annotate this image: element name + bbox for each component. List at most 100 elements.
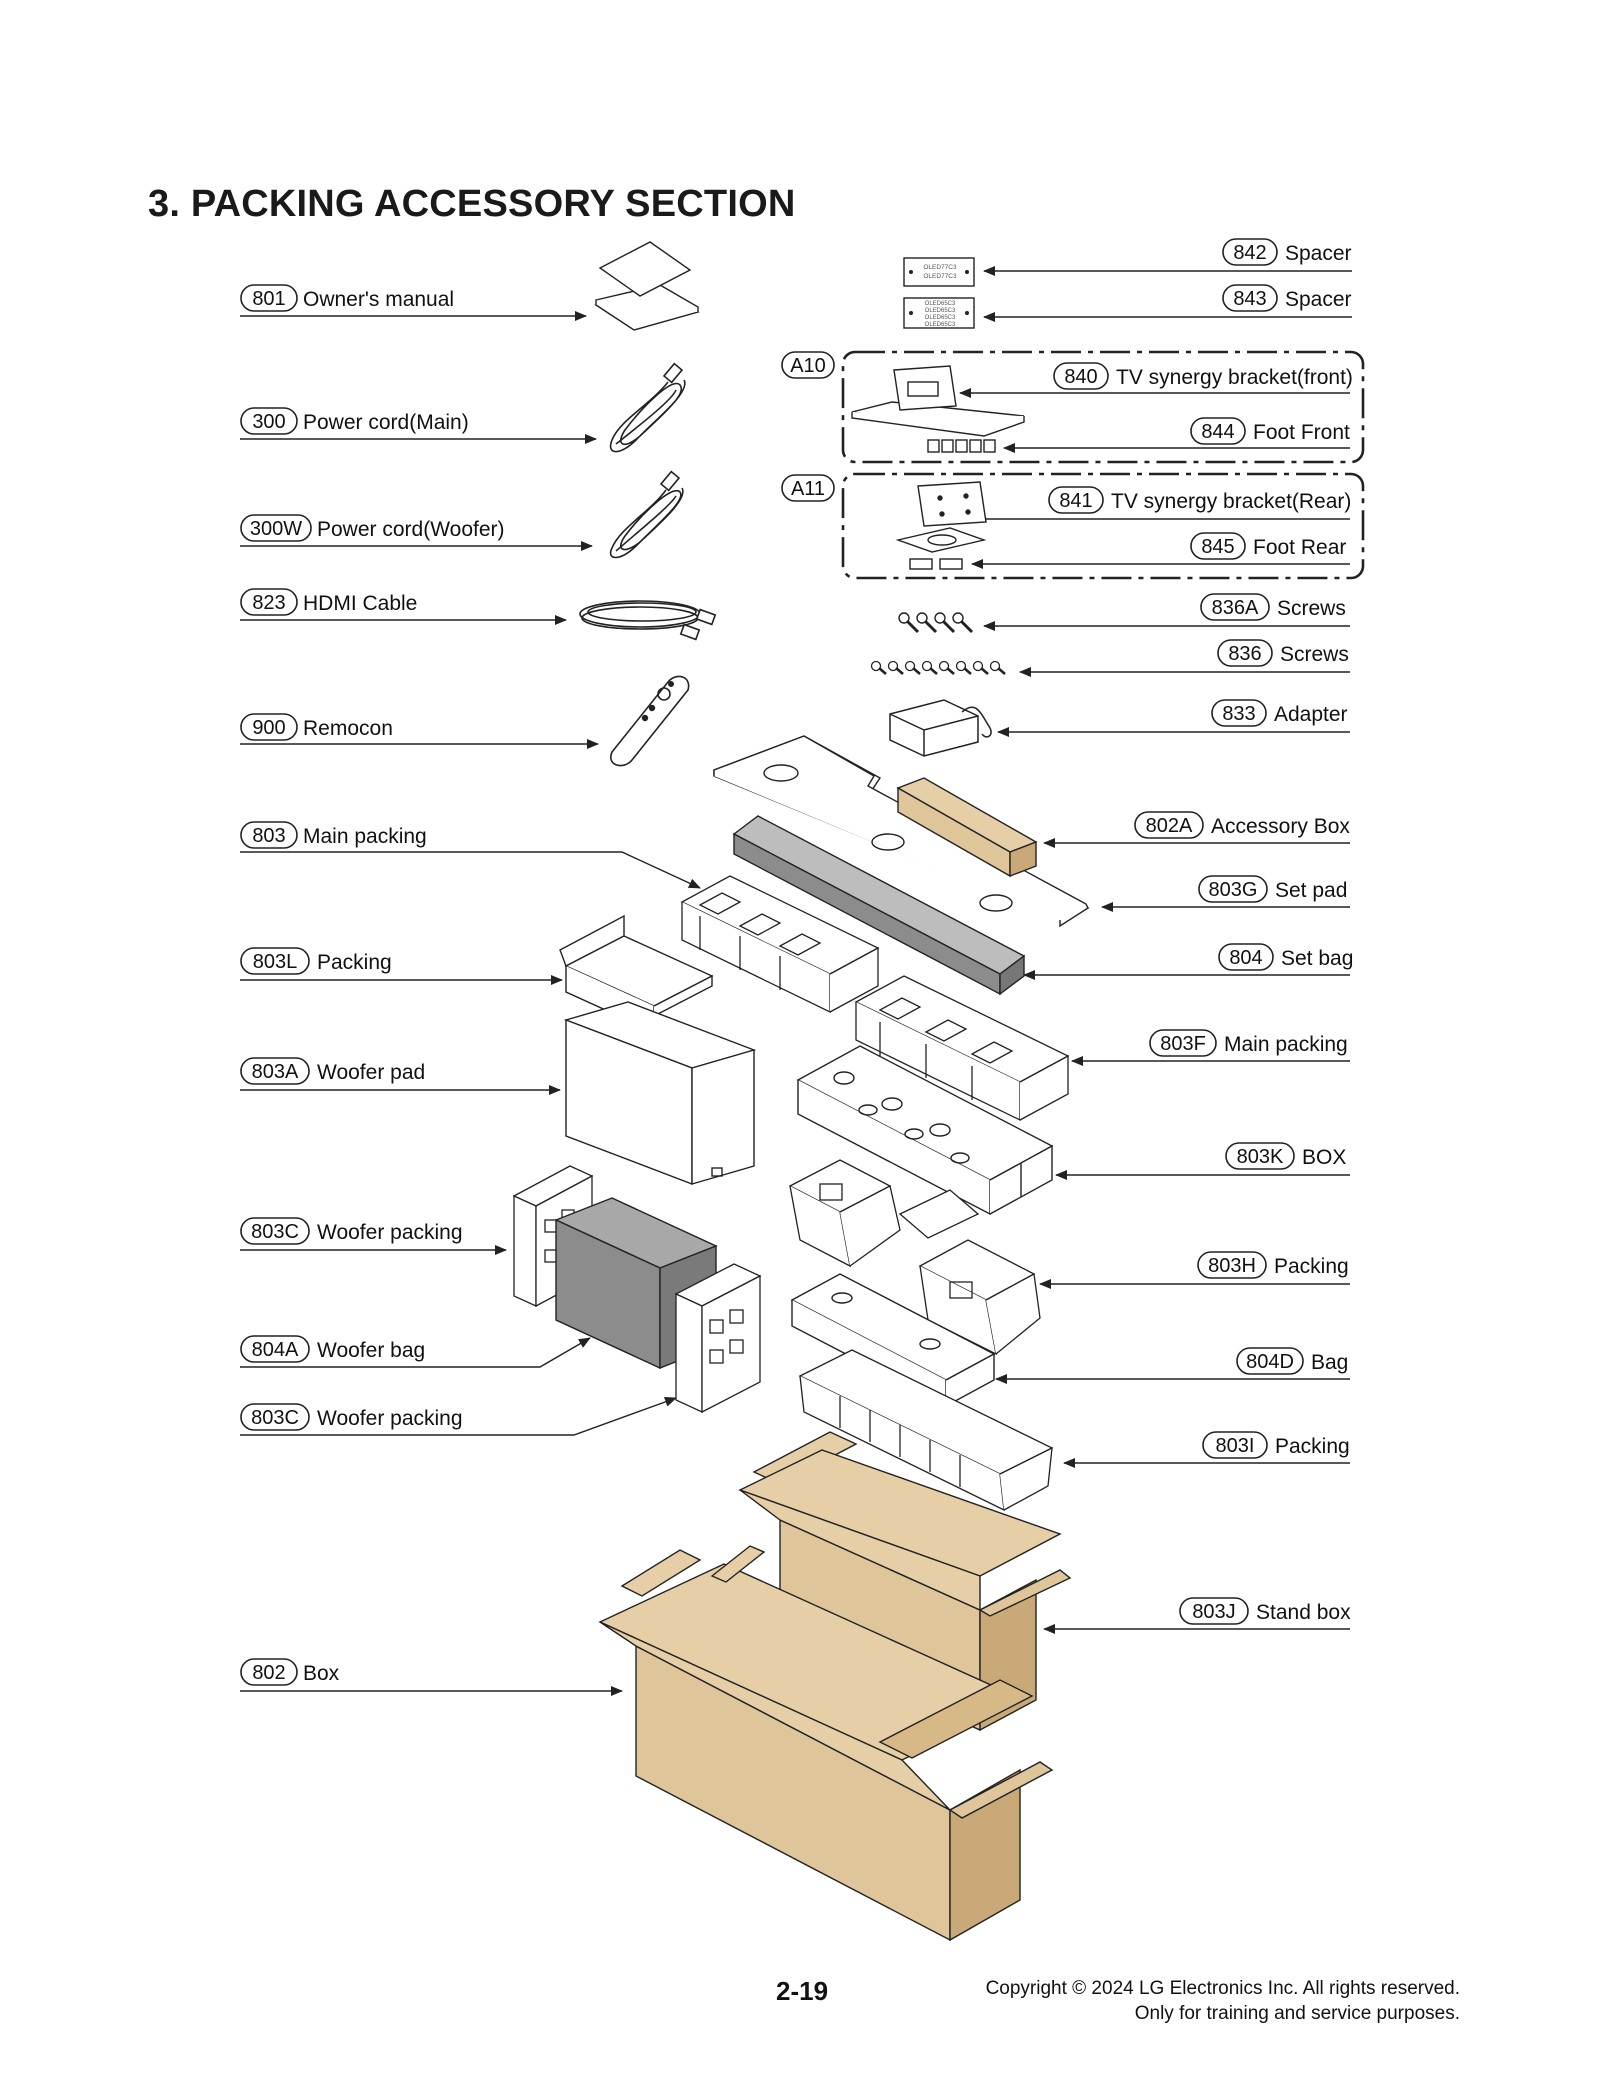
part-label: Woofer packing — [317, 1407, 463, 1430]
part-number: 804A — [252, 1339, 299, 1361]
callout-804: 804 Set bag — [1023, 943, 1353, 980]
callout-845: 845 Foot Rear — [971, 532, 1350, 569]
part-number: 840 — [1064, 366, 1097, 388]
screws-836a-illustration — [898, 612, 974, 634]
spacer-843-label: OLED65C3 — [925, 301, 956, 307]
page-number: 2-19 — [776, 1976, 829, 2006]
part-label: Screws — [1277, 597, 1346, 620]
owners-manual-illustration — [594, 241, 700, 331]
part-number: 900 — [252, 717, 285, 739]
part-label: Spacer — [1285, 242, 1352, 265]
part-label: Accessory Box — [1211, 815, 1350, 838]
part-number: 803G — [1209, 879, 1258, 901]
tv-bracket-rear-illustration — [895, 481, 987, 553]
part-label: TV synergy bracket(front) — [1116, 366, 1353, 389]
callout-803h: 803H Packing — [1039, 1251, 1350, 1289]
callout-803i: 803I Packing — [1063, 1431, 1350, 1468]
part-label: Remocon — [303, 717, 393, 740]
part-label: Main packing — [1224, 1033, 1348, 1056]
part-label: Set bag — [1281, 947, 1353, 970]
page-title: 3. PACKING ACCESSORY SECTION — [148, 183, 796, 225]
soundbar-set-bag-illustration — [732, 815, 1026, 996]
part-label: Foot Rear — [1253, 536, 1346, 559]
spacer-842-illustration: OLED77C3 OLED77C3 — [903, 257, 975, 287]
callout-844: 844 Foot Front — [1003, 417, 1350, 453]
group-label: A11 — [791, 478, 825, 500]
callout-803l: 803L Packing — [240, 947, 563, 985]
main-packing-right-illustration — [854, 975, 1070, 1122]
callout-803f: 803F Main packing — [1071, 1029, 1350, 1066]
power-cord-main-illustration — [609, 362, 686, 453]
part-number: 842 — [1233, 242, 1266, 264]
callout-804d: 804D Bag — [995, 1347, 1350, 1384]
part-label: Owner's manual — [303, 288, 454, 311]
part-label: Woofer bag — [317, 1339, 425, 1362]
callout-803a: 803A Woofer pad — [240, 1057, 561, 1095]
spacer-842-label: OLED77C3 — [923, 273, 957, 280]
foot-front-illustration — [927, 439, 996, 453]
callout-823: 823 HDMI Cable — [240, 588, 567, 625]
part-number: 801 — [252, 288, 285, 310]
part-label: Spacer — [1285, 288, 1352, 311]
part-number: 803C — [251, 1407, 299, 1429]
part-number: 300 — [252, 411, 285, 433]
part-label: Power cord(Main) — [303, 411, 469, 434]
part-number: 803I — [1216, 1435, 1255, 1457]
part-label: HDMI Cable — [303, 592, 417, 615]
callout-801: 801 Owner's manual — [240, 284, 587, 321]
part-label: Screws — [1280, 643, 1349, 666]
group-a11: A11 — [781, 472, 1365, 580]
part-label: Bag — [1311, 1351, 1348, 1374]
part-number: 845 — [1201, 536, 1234, 558]
part-label: Woofer pad — [317, 1061, 425, 1084]
part-label: Woofer packing — [317, 1221, 463, 1244]
part-label: Foot Front — [1253, 421, 1350, 444]
part-number: 804 — [1229, 947, 1262, 969]
part-number: 802A — [1146, 815, 1193, 837]
box-802-illustration — [598, 1545, 1054, 1942]
part-number: 833 — [1222, 703, 1255, 725]
part-label: Stand box — [1256, 1601, 1351, 1624]
part-label: Packing — [1275, 1435, 1350, 1458]
group-label: A10 — [790, 355, 826, 377]
part-number: 804D — [1246, 1351, 1294, 1373]
packing-803h-illustration — [788, 1159, 1041, 1356]
part-number: 803J — [1192, 1601, 1235, 1623]
main-packing-left-illustration — [680, 875, 880, 1014]
callout-836a: 836A Screws — [983, 593, 1350, 631]
part-number: 836A — [1212, 597, 1259, 619]
part-label: Packing — [317, 951, 392, 974]
spacer-843-label: OLED65C3 — [925, 308, 956, 314]
woofer-packing-right-illustration — [674, 1263, 762, 1414]
copyright-notice: Copyright © 2024 LG Electronics Inc. All… — [986, 1976, 1460, 2026]
callout-802a: 802A Accessory Box — [1043, 811, 1350, 848]
part-label: BOX — [1302, 1146, 1346, 1169]
part-label: Main packing — [303, 825, 427, 848]
callout-804a: 804A Woofer bag — [240, 1335, 591, 1368]
hdmi-cable-illustration — [579, 600, 717, 641]
screws-836-illustration — [870, 660, 1006, 675]
packing-803i-illustration — [798, 1349, 1054, 1512]
group-a10: A10 — [781, 350, 1365, 464]
part-number: 836 — [1228, 643, 1261, 665]
spacer-843-label: OLED65C3 — [925, 322, 956, 328]
tv-bracket-front-illustration — [851, 365, 1025, 437]
part-label: Power cord(Woofer) — [317, 518, 505, 541]
part-number: 803A — [252, 1061, 299, 1083]
callout-842: 842 Spacer — [983, 238, 1352, 276]
callout-803: 803 Main packing — [240, 821, 701, 889]
foot-rear-illustration — [909, 558, 963, 570]
left-callouts: 801 Owner's manual 300 Power cord(Main) … — [240, 284, 701, 1696]
spacer-842-label: OLED77C3 — [923, 264, 957, 271]
callout-300: 300 Power cord(Main) — [240, 407, 597, 444]
part-number: 843 — [1233, 288, 1266, 310]
callout-803c-bottom: 803C Woofer packing — [240, 1397, 677, 1436]
part-number: 802 — [252, 1662, 285, 1684]
adapter-illustration — [889, 699, 992, 757]
copyright-line: Only for training and service purposes. — [1134, 2003, 1460, 2024]
power-cord-woofer-illustration — [609, 470, 684, 559]
callout-843: 843 Spacer — [983, 284, 1352, 322]
part-number: 823 — [252, 592, 285, 614]
accessory-box-illustration — [896, 777, 1038, 878]
part-label: Box — [303, 1662, 340, 1685]
